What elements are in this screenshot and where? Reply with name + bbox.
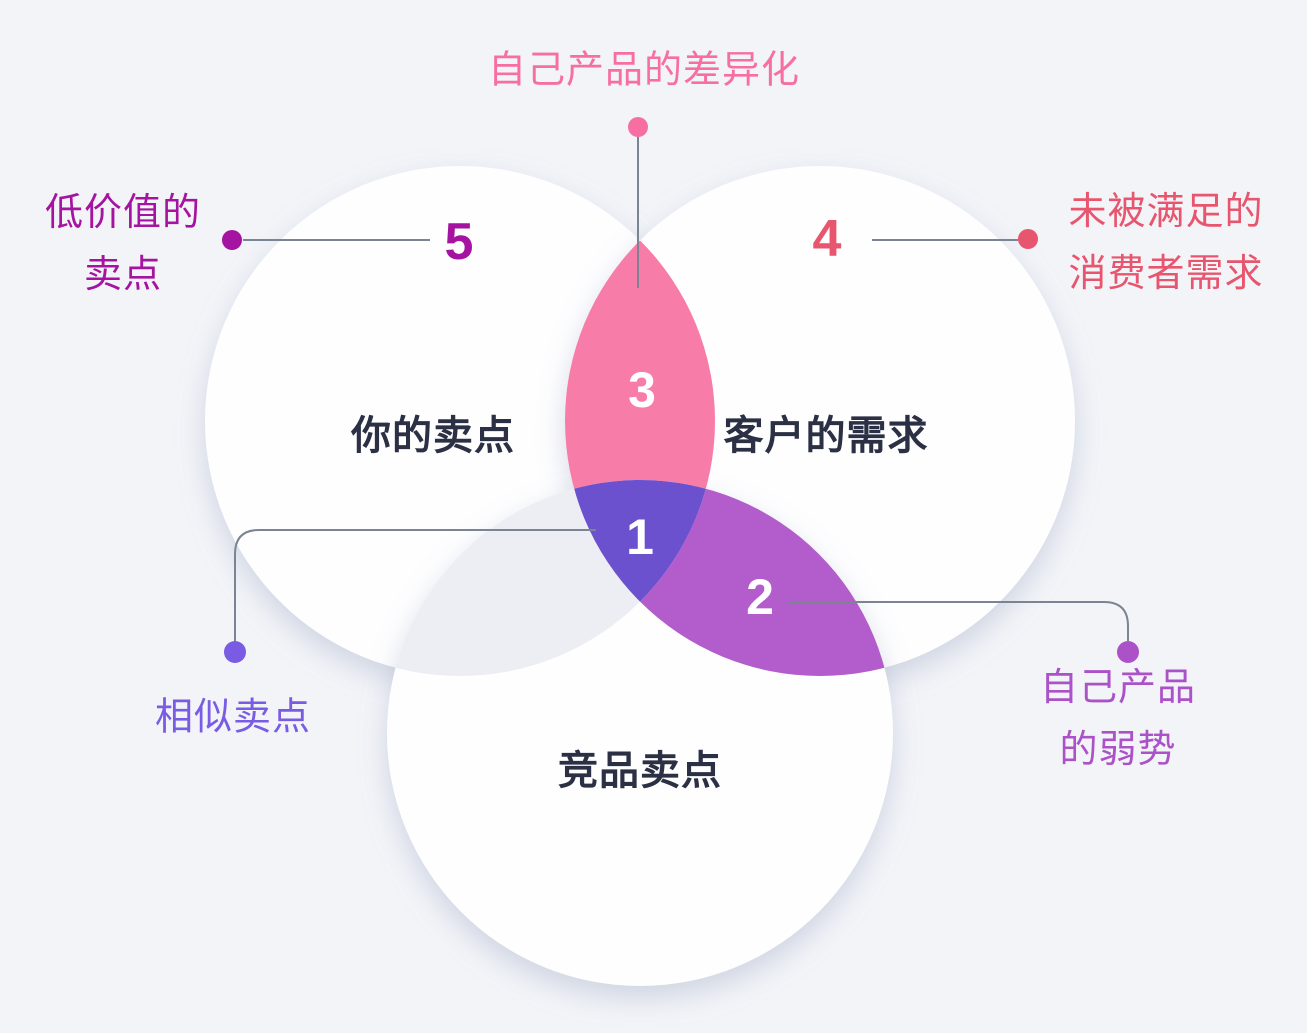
- circle-label-your-selling-points: 你的卖点: [351, 414, 515, 458]
- callout-dot-top: [628, 117, 648, 137]
- callout-connectors: [234, 137, 1129, 641]
- callout-label-own-weakness-line1: 自己产品: [1039, 667, 1197, 709]
- callout-label-unmet-needs-line1: 未被满足的: [1068, 191, 1264, 233]
- callout-label-low-value-line1: 低价值的: [44, 192, 202, 234]
- circle-label-competitor-selling-points: 竞品卖点: [558, 749, 722, 793]
- number-1: 1: [626, 509, 654, 565]
- circle-label-customer-needs: 客户的需求: [723, 414, 929, 458]
- number-4: 4: [812, 210, 842, 268]
- callout-dot-right: [1018, 229, 1038, 249]
- callout-dot-bottom-left: [224, 641, 246, 663]
- callout-label-differentiation: 自己产品的差异化: [487, 49, 801, 92]
- callout-label-own-weakness: 自己产品 的弱势: [1040, 657, 1196, 781]
- callout-label-low-value-line2: 卖点: [83, 254, 163, 296]
- callout-dot-bottom-right: [1117, 641, 1139, 663]
- connector-bottom-right: [788, 601, 1129, 641]
- callout-label-similar-points: 相似卖点: [154, 696, 312, 739]
- callout-label-own-weakness-line2: 的弱势: [1059, 729, 1177, 771]
- connector-bottom-left: [234, 529, 596, 641]
- callout-label-unmet-needs: 未被满足的 消费者需求: [1068, 181, 1263, 305]
- callout-label-low-value: 低价值的 卖点: [45, 182, 201, 306]
- callout-dot-left: [222, 230, 242, 250]
- number-3: 3: [628, 362, 656, 418]
- callout-label-unmet-needs-line2: 消费者需求: [1068, 253, 1264, 295]
- region-own-weakness: [565, 480, 893, 676]
- number-5: 5: [444, 213, 474, 271]
- region-similar-selling-points: [387, 480, 715, 676]
- number-2: 2: [746, 569, 774, 625]
